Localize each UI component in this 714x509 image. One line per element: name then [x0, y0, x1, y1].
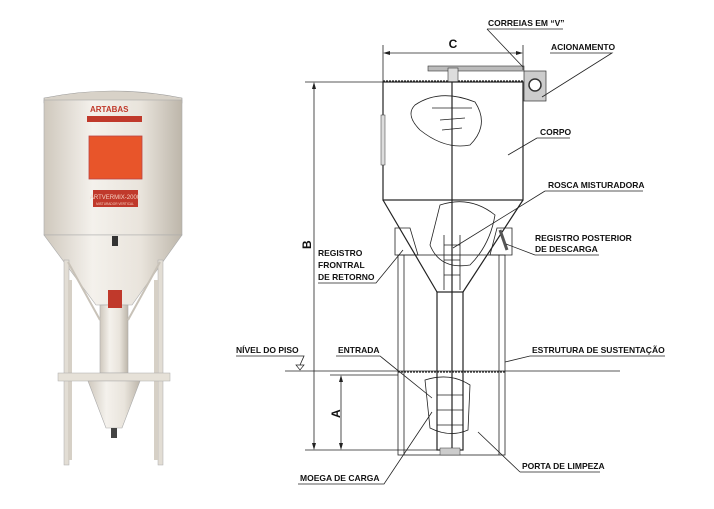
dimension-a-label: A — [329, 409, 343, 418]
product-photo: ARTABAS ARTVERMIX-2000 MISTURADOR VERTIC… — [43, 90, 183, 466]
label-registro-frontral-1: REGISTRO — [318, 248, 363, 258]
label-porta: PORTA DE LIMPEZA — [522, 461, 605, 471]
model-subtitle: MISTURADOR VERTICAL — [96, 202, 134, 206]
label-correias: CORREIAS EM “V” — [488, 18, 565, 28]
label-registro-posterior-2: DE DESCARGA — [535, 244, 598, 254]
label-entrada: ENTRADA — [338, 345, 380, 355]
dimension-b-label: B — [300, 240, 314, 249]
model-plate: ARTVERMIX-2000 — [90, 195, 141, 201]
label-estrutura: ESTRUTURA DE SUSTENTAÇÃO — [532, 345, 665, 355]
label-registro-frontral-3: DE RETORNO — [318, 272, 375, 282]
technical-drawing: C B A — [285, 37, 620, 456]
brand-logo: ARTABAS — [90, 105, 129, 114]
callout-labels: CORREIAS EM “V” ACIONAMENTO CORPO ROSCA … — [236, 18, 665, 485]
dimension-c-label: C — [449, 37, 458, 51]
label-acionamento: ACIONAMENTO — [551, 42, 615, 52]
label-registro-frontral-2: FRONTRAL — [318, 260, 365, 270]
label-registro-posterior-1: REGISTRO POSTERIOR — [535, 233, 632, 243]
label-nivel-piso: NÍVEL DO PISO — [236, 345, 299, 355]
label-moega: MOEGA DE CARGA — [300, 473, 380, 483]
label-corpo: CORPO — [540, 127, 572, 137]
label-rosca: ROSCA MISTURADORA — [548, 180, 645, 190]
